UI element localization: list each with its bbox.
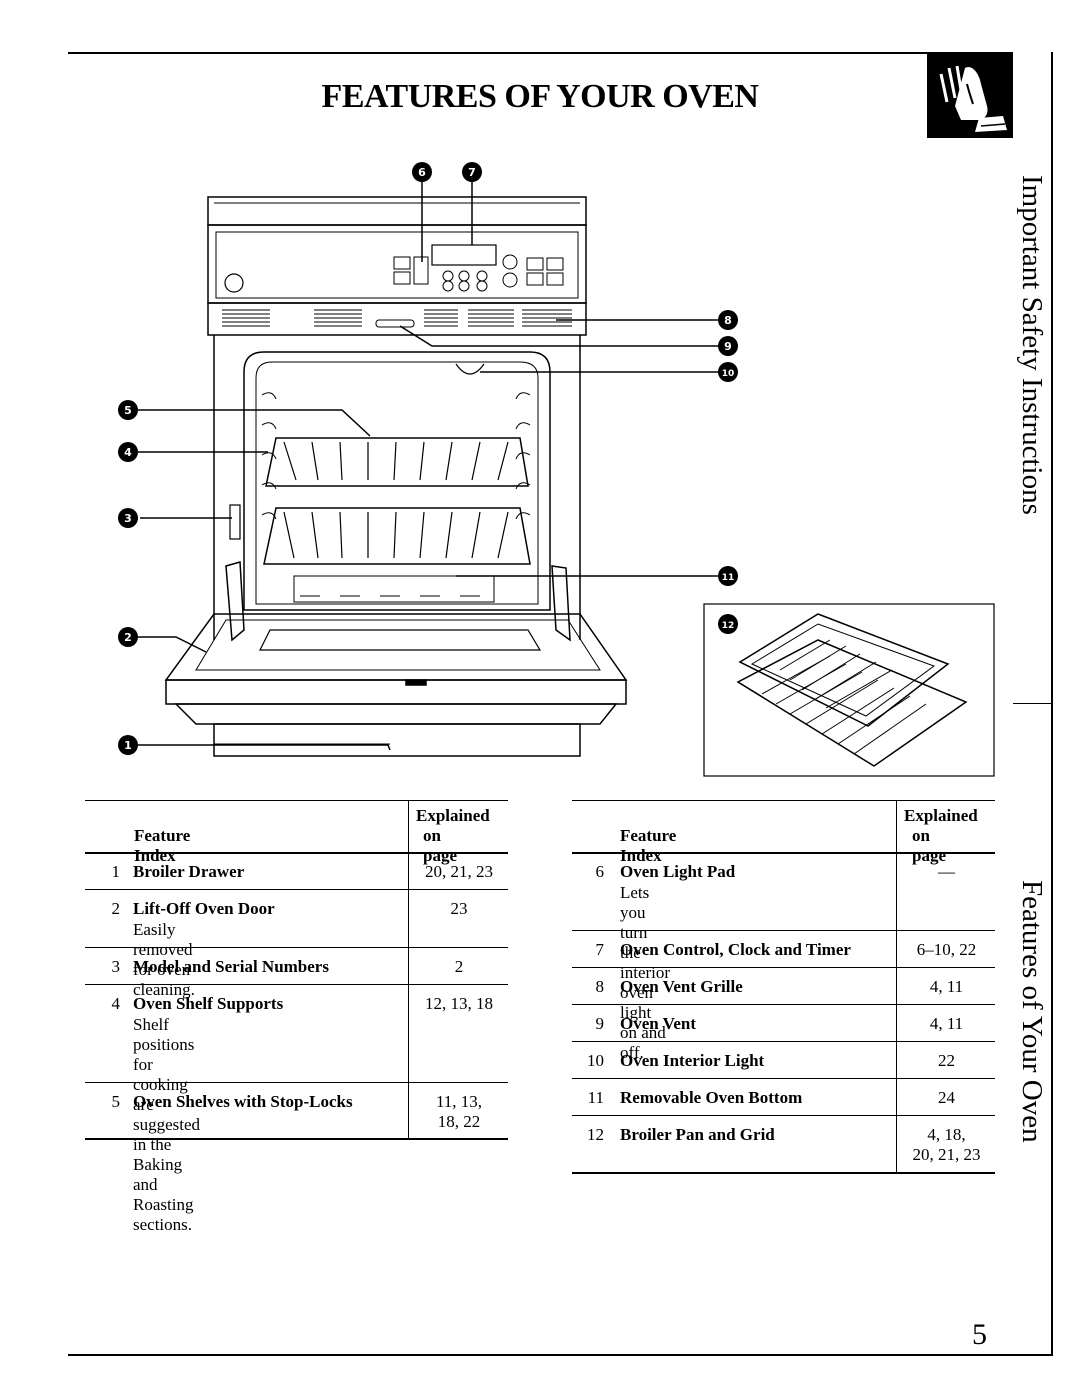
right-frame bbox=[1051, 52, 1053, 1356]
callout-7: 7 bbox=[468, 166, 476, 179]
callout-8: 8 bbox=[724, 314, 732, 327]
callout-2: 2 bbox=[124, 631, 132, 644]
header-on-page: on page bbox=[912, 826, 946, 865]
tab-divider bbox=[1013, 703, 1053, 704]
side-tab-safety[interactable]: Important Safety Instructions bbox=[1016, 175, 1048, 515]
header-feature-index: Feature Index bbox=[134, 826, 191, 865]
callout-6: 6 bbox=[418, 166, 426, 179]
callout-5: 5 bbox=[124, 404, 132, 417]
callout-4: 4 bbox=[124, 446, 132, 459]
header-on-page: on page bbox=[423, 826, 457, 865]
callout-11: 11 bbox=[722, 573, 735, 583]
page-title: FEATURES OF YOUR OVEN bbox=[321, 78, 759, 115]
bottom-rule bbox=[68, 1354, 1053, 1356]
callout-12: 12 bbox=[722, 621, 735, 631]
top-rule bbox=[68, 52, 1013, 54]
callout-1: 1 bbox=[124, 739, 132, 752]
oven-diagram: 1 2 3 4 5 6 7 8 9 10 11 12 bbox=[118, 162, 995, 777]
page-number: 5 bbox=[972, 1318, 987, 1351]
header-explained: Explained bbox=[904, 806, 978, 825]
header-explained: Explained bbox=[416, 806, 490, 825]
header-feature-index: Feature Index bbox=[620, 826, 677, 865]
callout-10: 10 bbox=[722, 369, 735, 379]
side-tab-features[interactable]: Features of Your Oven bbox=[1016, 880, 1048, 1143]
hand-pressing-icon bbox=[927, 54, 1013, 138]
callout-3: 3 bbox=[124, 512, 132, 525]
callout-9: 9 bbox=[724, 340, 732, 353]
